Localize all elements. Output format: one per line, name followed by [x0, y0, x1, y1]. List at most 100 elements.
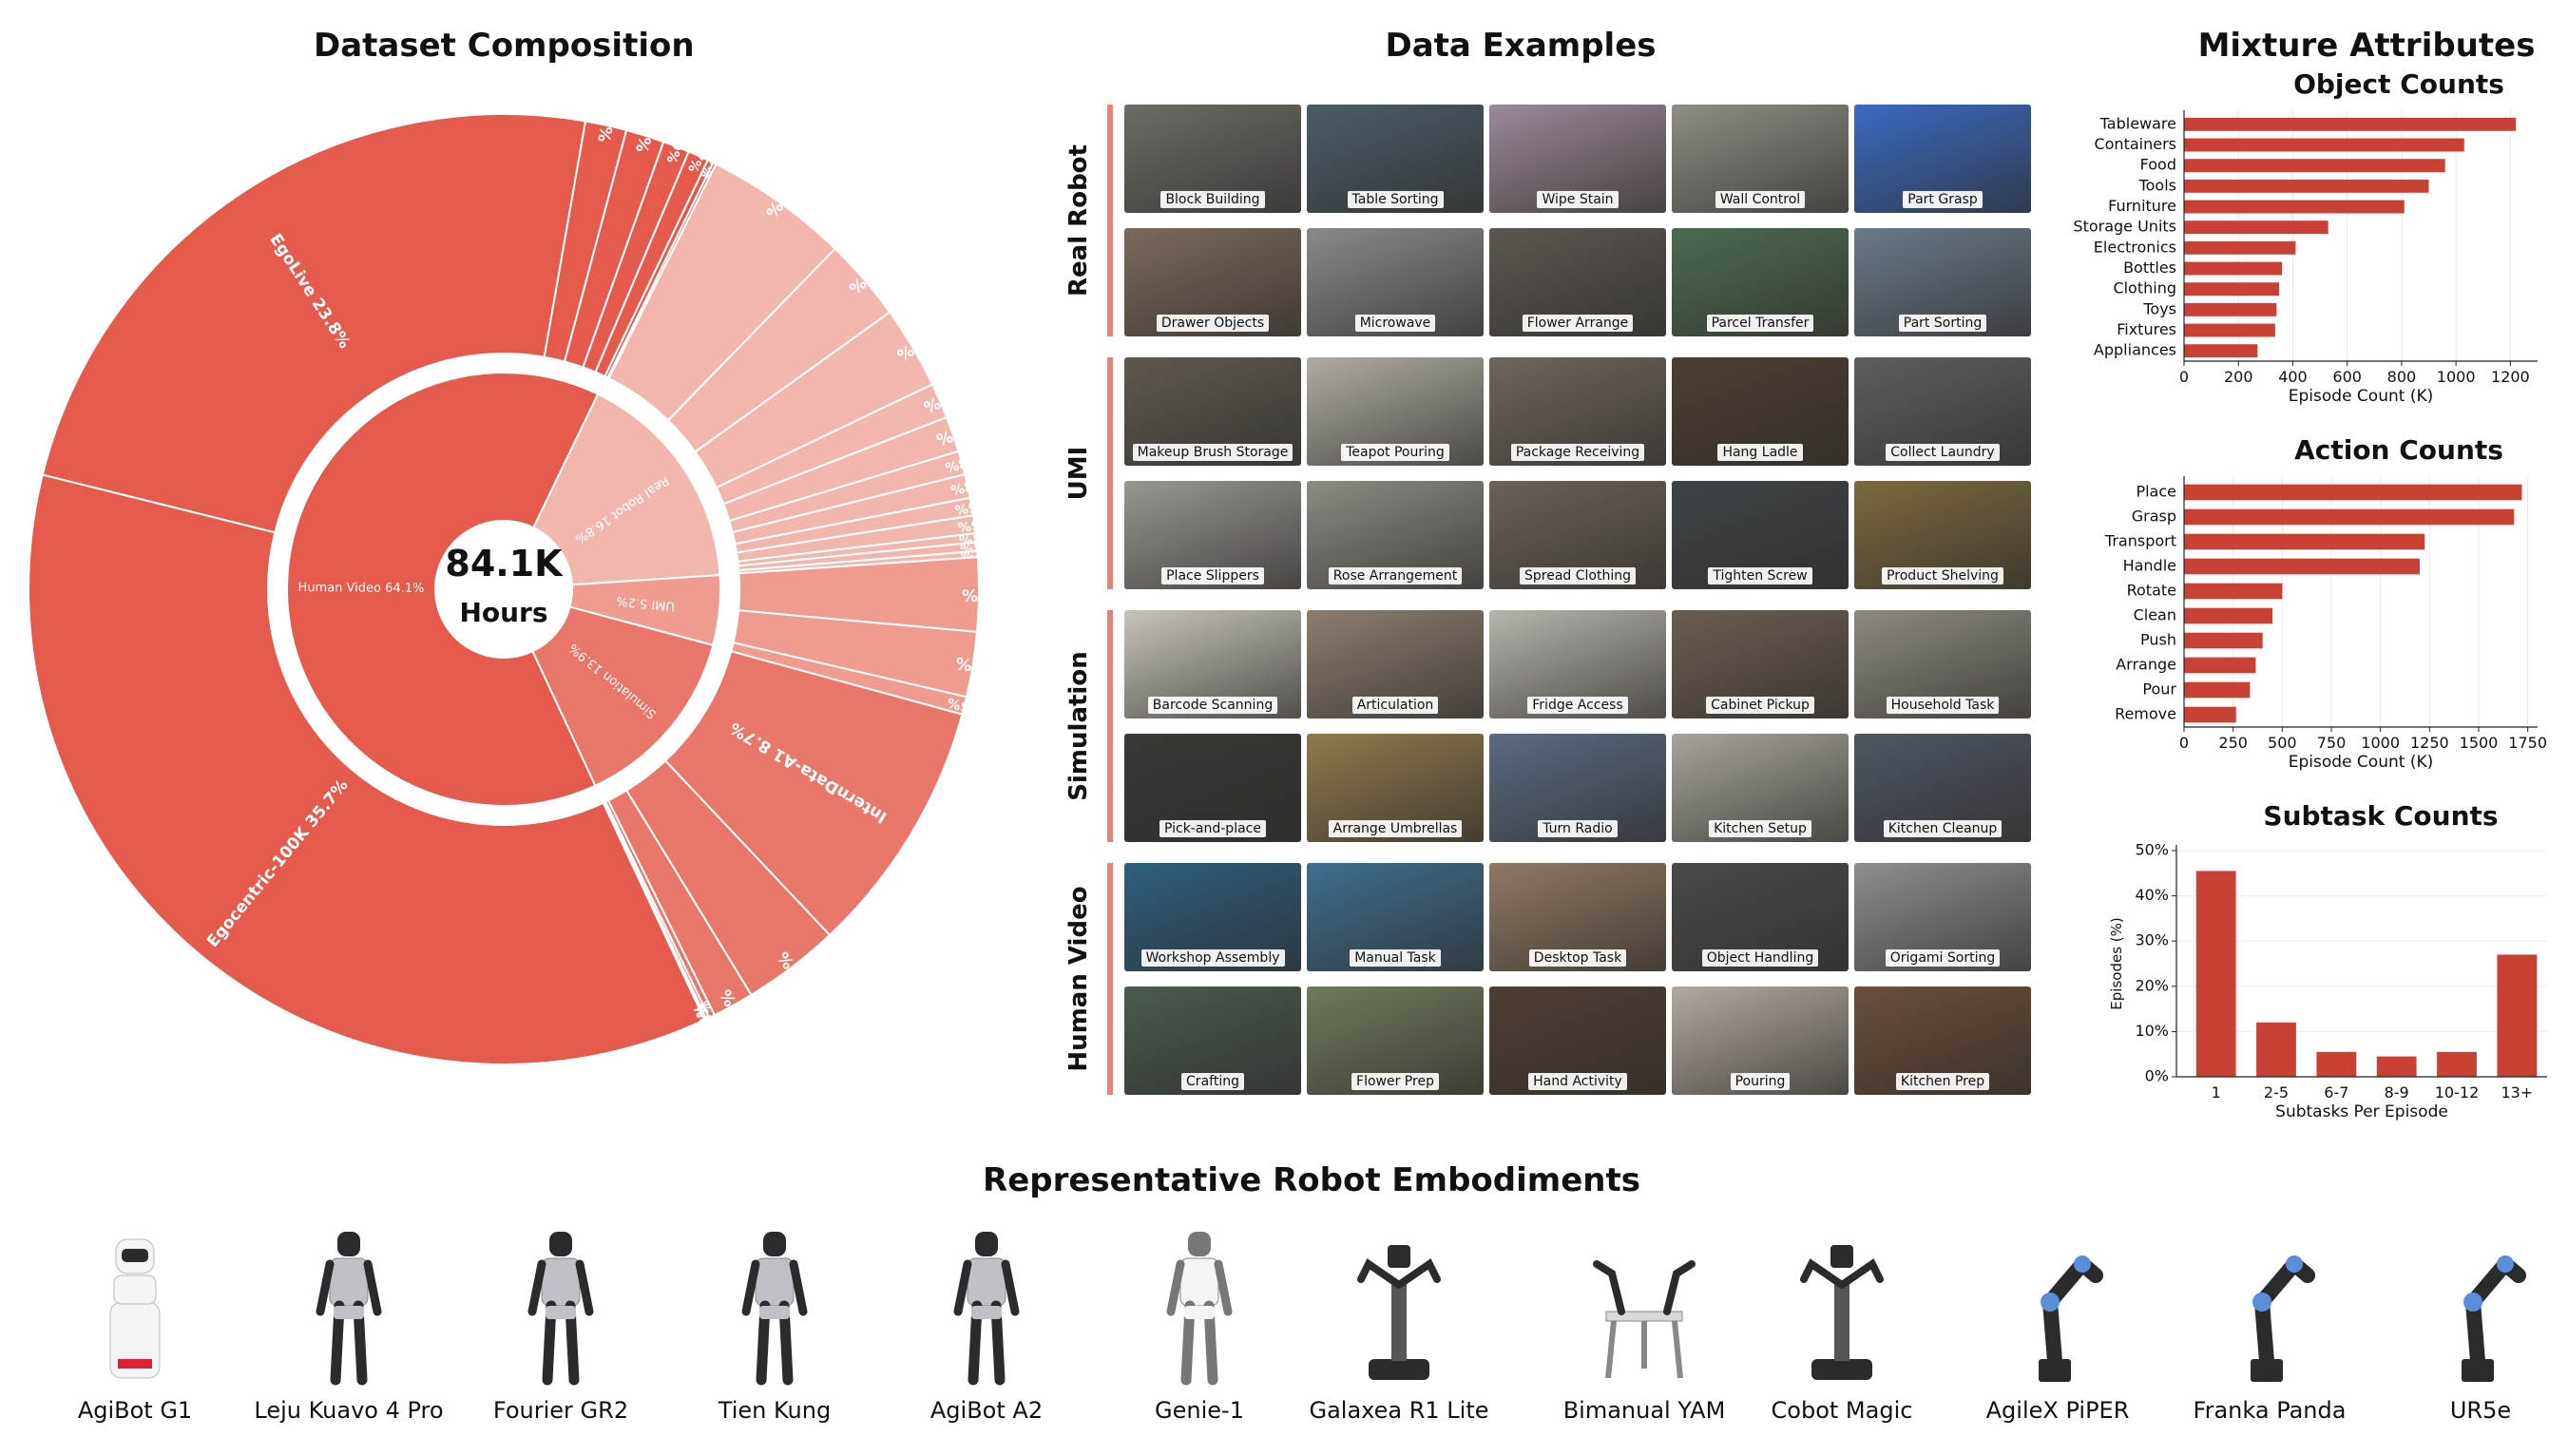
example-thumbnail: Pouring	[1672, 987, 1849, 1095]
tick-label: 800	[2387, 368, 2417, 386]
robot-name: Bimanual YAM	[1562, 1397, 1726, 1424]
bar	[2195, 871, 2236, 1077]
example-caption: Parcel Transfer	[1706, 315, 1814, 332]
y-axis-label: Episodes (%)	[2108, 917, 2125, 1009]
outer-segment-label: InternData-M1 3.3%	[774, 948, 900, 1064]
example-thumbnail: Flower Prep	[1307, 987, 1484, 1095]
category-label: Transport	[2104, 532, 2176, 550]
robot-card: UR5e	[2386, 1217, 2568, 1445]
bar	[2184, 344, 2258, 358]
tick-label: 1500	[2460, 734, 2499, 752]
example-thumbnail: Origami Sorting	[1854, 863, 2031, 971]
bar	[2184, 261, 2283, 276]
example-thumbnail: Package Receiving	[1489, 357, 1666, 466]
robot-name: Tien Kung	[718, 1397, 832, 1424]
example-caption: Kitchen Setup	[1709, 820, 1811, 837]
humanoid-robot-icon	[316, 1232, 382, 1386]
example-caption: Package Receiving	[1510, 444, 1645, 461]
example-caption: Part Grasp	[1903, 191, 1983, 208]
humanoid-robot-icon	[741, 1232, 808, 1386]
example-caption: Hang Ladle	[1717, 444, 1803, 461]
chart-title: Object Counts	[2293, 68, 2504, 100]
x-axis-label: Subtasks Per Episode	[2275, 1102, 2448, 1121]
example-caption: Teapot Pouring	[1341, 444, 1449, 461]
bar	[2184, 681, 2251, 699]
example-thumbnail: Rose Arrangement	[1307, 481, 1484, 589]
robot-arm-icon	[2251, 1255, 2315, 1382]
group-accent-bar	[1107, 357, 1113, 589]
robot-card: AgiBot G1	[40, 1217, 230, 1445]
example-caption: Fridge Access	[1527, 697, 1628, 714]
example-caption: Wall Control	[1715, 191, 1806, 208]
robot-name: Cobot Magic	[1771, 1397, 1913, 1424]
category-label: Push	[2140, 631, 2176, 649]
humanoid-robot-icon	[953, 1232, 1020, 1386]
bar	[2437, 1051, 2477, 1077]
category-label: 8-9	[2385, 1083, 2409, 1102]
bar	[2184, 282, 2280, 297]
bar	[2184, 533, 2425, 550]
bar	[2184, 632, 2263, 649]
category-label: Food	[2140, 156, 2176, 174]
example-thumbnail: Part Grasp	[1854, 105, 2031, 213]
example-caption: Workshop Assembly	[1140, 949, 1285, 967]
example-caption: Product Shelving	[1882, 567, 2003, 584]
robot-card: Galaxea R1 Lite	[1304, 1217, 1494, 1445]
example-caption: Arrange Umbrellas	[1328, 820, 1463, 837]
white-humanoid-robot-icon	[1166, 1232, 1233, 1386]
x-axis-label: Episode Count (K)	[2289, 753, 2433, 772]
example-caption: Desktop Task	[1528, 949, 1627, 967]
example-thumbnail: Kitchen Cleanup	[1854, 734, 2031, 842]
example-caption: Flower Arrange	[1522, 315, 1634, 332]
category-label: Fixtures	[2117, 320, 2176, 338]
example-thumbnail: Barcode Scanning	[1124, 610, 1301, 718]
example-caption: Collect Laundry	[1886, 444, 2000, 461]
tick-label: 0%	[2145, 1067, 2169, 1085]
tick-label: 1000	[2361, 734, 2400, 752]
example-thumbnail: Tighten Screw	[1672, 481, 1849, 589]
robot-embodiments-row: AgiBot G1 Leju Kuavo 4 Pro Fourier GR2 Tien…	[0, 1217, 2568, 1445]
example-caption: Turn Radio	[1538, 820, 1618, 837]
robot-name: Fourier GR2	[492, 1397, 629, 1424]
category-label: Storage Units	[2073, 218, 2176, 236]
example-thumbnail: Hang Ladle	[1672, 357, 1849, 466]
bar	[2184, 240, 2296, 255]
bar	[2316, 1051, 2357, 1077]
tick-label: 1000	[2437, 368, 2476, 386]
outer-segment-label: Hy-UMI-10K 2.5%	[962, 584, 979, 605]
outer-segment	[29, 473, 706, 1064]
x-axis-label: Episode Count (K)	[2289, 387, 2433, 406]
category-label: Tools	[2138, 176, 2176, 194]
robot-name: Leju Kuavo 4 Pro	[254, 1397, 444, 1424]
bar	[2184, 484, 2522, 501]
tick-label: 40%	[2135, 886, 2169, 904]
example-thumbnail: Hand Activity	[1489, 987, 1666, 1095]
robot-card: Leju Kuavo 4 Pro	[254, 1217, 444, 1445]
example-caption: Kitchen Cleanup	[1883, 820, 2003, 837]
inner-segment-sim	[531, 605, 715, 787]
example-thumbnail: Manual Task	[1307, 863, 1484, 971]
category-label: Containers	[2094, 135, 2176, 153]
tick-label: 50%	[2135, 841, 2169, 859]
category-label: Pour	[2142, 680, 2176, 699]
example-thumbnail: Parcel Transfer	[1672, 228, 1849, 336]
category-label: Remove	[2115, 705, 2176, 723]
center-total-value: 84.1K	[445, 543, 564, 584]
example-thumbnail: Spread Clothing	[1489, 481, 1666, 589]
example-caption: Microwave	[1354, 315, 1436, 332]
example-thumbnail: Kitchen Setup	[1672, 734, 1849, 842]
bar	[2184, 607, 2272, 624]
category-label: 10-12	[2435, 1083, 2480, 1102]
category-label: Tableware	[2099, 114, 2176, 132]
example-caption: Articulation	[1351, 697, 1439, 714]
example-caption: Place Slippers	[1161, 567, 1264, 584]
example-caption: Cabinet Pickup	[1706, 697, 1814, 714]
tick-label: 750	[2317, 734, 2347, 752]
example-thumbnail: Turn Radio	[1489, 734, 1666, 842]
bar	[2184, 220, 2328, 235]
group-accent-bar	[1107, 863, 1113, 1095]
example-caption: Drawer Objects	[1156, 315, 1270, 332]
robot-name: UR5e	[2449, 1397, 2512, 1424]
